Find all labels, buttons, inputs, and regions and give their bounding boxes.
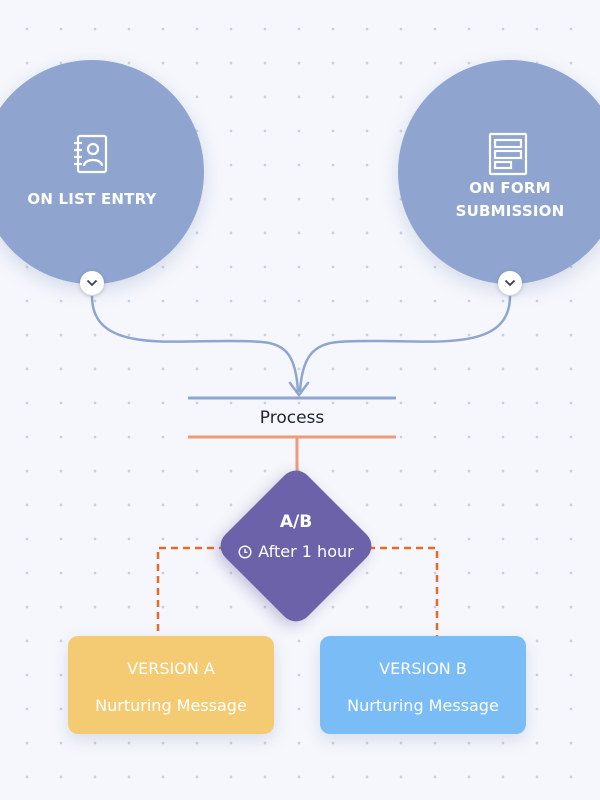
trigger-label-list-entry: ON LIST ENTRY — [27, 190, 157, 208]
branch-line-a — [156, 546, 226, 636]
connector-arrowhead — [288, 381, 310, 398]
contact-book-icon — [74, 134, 108, 174]
clock-icon — [238, 545, 252, 559]
connector-right-trigger — [298, 295, 512, 393]
ab-split-delay: After 1 hour — [216, 539, 376, 565]
trigger-on-list-entry[interactable]: ON LIST ENTRY — [0, 60, 204, 284]
ab-split-content: A/B After 1 hour — [216, 510, 376, 565]
version-b-title: VERSION B — [379, 659, 467, 678]
trigger-on-form-submission[interactable]: ON FORM SUBMISSION — [398, 60, 600, 284]
expand-right-trigger-button[interactable] — [498, 271, 522, 295]
version-a-title: VERSION A — [127, 659, 215, 678]
ab-split-title: A/B — [279, 512, 313, 532]
version-a-subtitle: Nurturing Message — [95, 696, 247, 715]
branch-line-b — [368, 546, 439, 636]
form-icon — [488, 132, 528, 176]
expand-left-trigger-button[interactable] — [80, 271, 104, 295]
version-b-card[interactable]: VERSION B Nurturing Message — [320, 636, 526, 734]
version-a-card[interactable]: VERSION A Nurturing Message — [68, 636, 274, 734]
connector-left-trigger — [90, 295, 300, 393]
ab-split-delay-label: After 1 hour — [258, 542, 354, 561]
chevron-down-icon — [86, 279, 98, 287]
version-b-subtitle: Nurturing Message — [347, 696, 499, 715]
chevron-down-icon — [504, 279, 516, 287]
process-step[interactable]: Process — [259, 408, 325, 428]
trigger-label-form-submission: ON FORM SUBMISSION — [455, 179, 565, 220]
